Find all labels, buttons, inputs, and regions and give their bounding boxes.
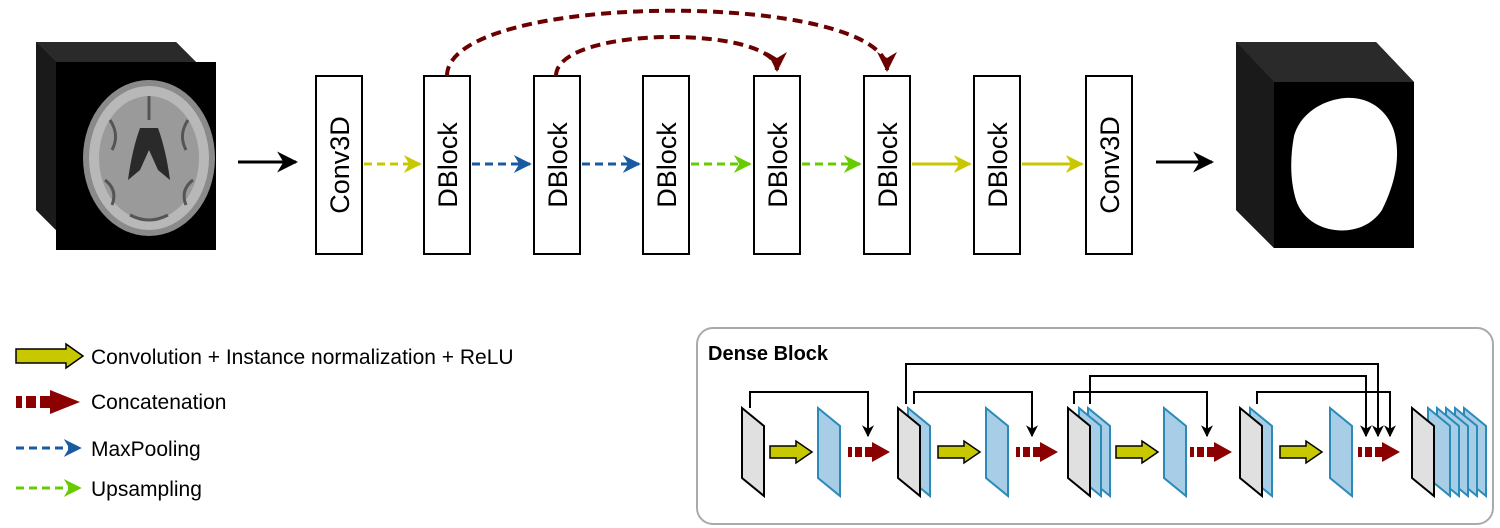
- dense-layer-2: [985, 405, 1009, 499]
- block-2-label: DBlock: [543, 122, 573, 208]
- block-1-label: DBlock: [433, 122, 463, 208]
- dense-conv-arrow-3: [1115, 439, 1160, 465]
- brain-mri-slice-icon: [83, 80, 215, 236]
- dense-concat-arrow-1: [848, 442, 890, 462]
- dense-concat-feature-map-2a: [1067, 405, 1091, 499]
- block-2: DBlock: [533, 75, 581, 255]
- legend: Convolution + Instance normalization + R…: [15, 342, 514, 501]
- dense-concat-arrow-2: [1016, 442, 1058, 462]
- output-image-volume: [1236, 42, 1414, 248]
- dense-concat-feature-map-3a: [1239, 405, 1263, 499]
- dense-output-feature-map-1: [1411, 405, 1435, 499]
- dense-layer-3: [1163, 405, 1187, 499]
- dense-block-panel: Dense Block: [696, 327, 1494, 525]
- dense-layer-4: [1329, 405, 1353, 499]
- legend-conv-label: Convolution + Instance normalization + R…: [91, 346, 514, 369]
- dense-input-feature-map: [741, 405, 765, 499]
- block-6-label: DBlock: [983, 122, 1013, 208]
- block-1: DBlock: [423, 75, 471, 255]
- dense-skip-lines: [749, 363, 1396, 438]
- dense-conv-arrow-2: [937, 439, 982, 465]
- block-4: DBlock: [753, 75, 801, 255]
- block-5-label: DBlock: [873, 122, 903, 208]
- block-0: Conv3D: [315, 75, 363, 255]
- block-4-label: DBlock: [763, 122, 793, 208]
- legend-item-conv: Convolution + Instance normalization + R…: [15, 342, 514, 370]
- legend-maxpool-label: MaxPooling: [91, 438, 201, 461]
- skip-connection-outer: [445, 8, 897, 77]
- brain-mask-icon: [1291, 97, 1398, 231]
- conv-arrow-icon: [15, 342, 85, 370]
- dense-block-title: Dense Block: [708, 343, 829, 365]
- dense-layer-1: [817, 405, 841, 499]
- block-7: Conv3D: [1085, 75, 1133, 255]
- skip-connection-inner: [554, 35, 787, 77]
- block-6: DBlock: [973, 75, 1021, 255]
- block-5: DBlock: [863, 75, 911, 255]
- dense-conv-arrow-1: [769, 439, 814, 465]
- input-image-volume: [36, 42, 216, 250]
- dense-concat-feature-map-1a: [897, 405, 921, 499]
- block-3-label: DBlock: [652, 122, 682, 208]
- block-7-label: Conv3D: [1095, 116, 1125, 214]
- legend-item-concat: Concatenation: [16, 390, 226, 414]
- legend-upsample-label: Upsampling: [91, 478, 202, 501]
- dense-conv-arrow-4: [1279, 439, 1324, 465]
- legend-concat-label: Concatenation: [91, 391, 226, 414]
- block-3: DBlock: [642, 75, 690, 255]
- legend-item-maxpool: MaxPooling: [16, 438, 201, 461]
- concat-arrow-icon: [16, 390, 80, 414]
- dense-concat-arrow-3: [1190, 442, 1232, 462]
- block-0-label: Conv3D: [325, 116, 355, 214]
- legend-item-upsample: Upsampling: [16, 478, 202, 501]
- dense-concat-arrow-4: [1358, 442, 1400, 462]
